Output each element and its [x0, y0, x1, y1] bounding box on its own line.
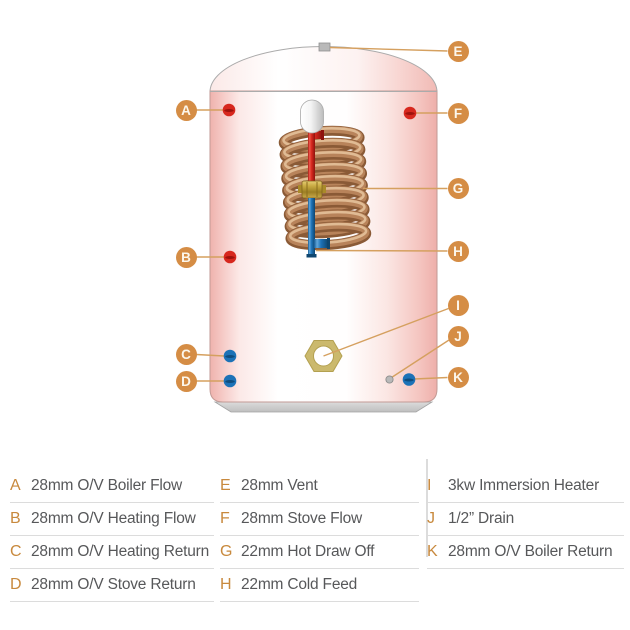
leader-lines: [196, 46, 450, 382]
legend-letter: J: [427, 510, 435, 527]
cold-pipe-icon: [306, 198, 330, 258]
legend-label: 1/2” Drain: [448, 510, 515, 527]
legend-letter: A: [10, 477, 21, 494]
legend-row-f: F 28mm Stove Flow: [220, 503, 419, 536]
legend-letter: C: [10, 543, 22, 560]
legend-row-a: A 28mm O/V Boiler Flow: [10, 470, 214, 503]
legend-letter: D: [10, 576, 22, 593]
legend-row-e: E 28mm Vent: [220, 470, 419, 503]
marker-b: B: [175, 246, 197, 268]
legend-letter: B: [10, 510, 21, 527]
connection-points: [222, 103, 417, 388]
tank-illustration: [196, 42, 450, 413]
tank-base: [213, 401, 434, 413]
marker-a: A: [175, 99, 197, 121]
marker-i: I: [447, 294, 469, 316]
valve-icon: [298, 180, 326, 199]
drain-dot-j: [385, 375, 394, 384]
marker-g: G: [447, 178, 469, 199]
legend-row-h: H 22mm Cold Feed: [220, 569, 419, 602]
legend-label: 3kw Immersion Heater: [448, 477, 600, 494]
legend-row-j: J 1/2” Drain: [427, 503, 624, 536]
legend-row-k: K 28mm O/V Boiler Return: [427, 536, 624, 569]
legend-row-b: B 28mm O/V Heating Flow: [10, 503, 214, 536]
legend-label: 28mm O/V Boiler Flow: [31, 477, 183, 494]
leader-line-e: [329, 46, 448, 52]
legend-divider: [426, 459, 428, 557]
legend-label: 28mm O/V Boiler Return: [448, 543, 613, 560]
marker-k: K: [447, 366, 469, 388]
legend-letter: F: [220, 510, 230, 527]
marker-j: J: [447, 325, 469, 347]
leader-line-j: [389, 339, 450, 380]
legend-label: 28mm Stove Flow: [241, 510, 363, 527]
marker-c: C: [175, 343, 197, 365]
marker-h: H: [447, 240, 469, 262]
legend-column-1: A 28mm O/V Boiler Flow B 28mm O/V Heatin…: [10, 470, 214, 602]
legend-letter: G: [220, 543, 233, 560]
legend-letter: E: [220, 477, 231, 494]
legend-row-g: G 22mm Hot Draw Off: [220, 536, 419, 569]
marker-e: E: [447, 40, 469, 62]
legend-column-2: E 28mm Vent F 28mm Stove Flow G 22mm Hot…: [220, 470, 419, 602]
marker-f: F: [447, 102, 469, 124]
immersion-boss-icon: [304, 340, 343, 372]
legend-label: 28mm O/V Stove Return: [31, 576, 196, 593]
legend-label: 28mm Vent: [241, 477, 318, 494]
leader-line-k: [413, 376, 448, 380]
leader-line-h: [315, 249, 448, 252]
legend-letter: I: [427, 477, 432, 494]
sensor-capsule-icon: [300, 99, 324, 134]
hot-pipe-icon: [308, 130, 324, 183]
legend-row-i: I 3kw Immersion Heater: [427, 470, 624, 503]
marker-d: D: [175, 370, 197, 392]
legend-label: 28mm O/V Heating Return: [31, 543, 210, 560]
legend-letter: H: [220, 576, 232, 593]
legend-row-d: D 28mm O/V Stove Return: [10, 569, 214, 602]
legend-column-3: I 3kw Immersion Heater J 1/2” Drain K 28…: [427, 470, 624, 569]
legend-label: 22mm Cold Feed: [241, 576, 358, 593]
legend-row-c: C 28mm O/V Heating Return: [10, 536, 214, 569]
tank-dome: [209, 46, 438, 93]
legend-label: 22mm Hot Draw Off: [241, 543, 375, 560]
legend-label: 28mm O/V Heating Flow: [31, 510, 196, 527]
vent-cap-icon: [318, 42, 331, 52]
leader-line-i: [323, 307, 449, 357]
leader-line-c: [196, 353, 225, 357]
legend-letter: K: [427, 543, 438, 560]
